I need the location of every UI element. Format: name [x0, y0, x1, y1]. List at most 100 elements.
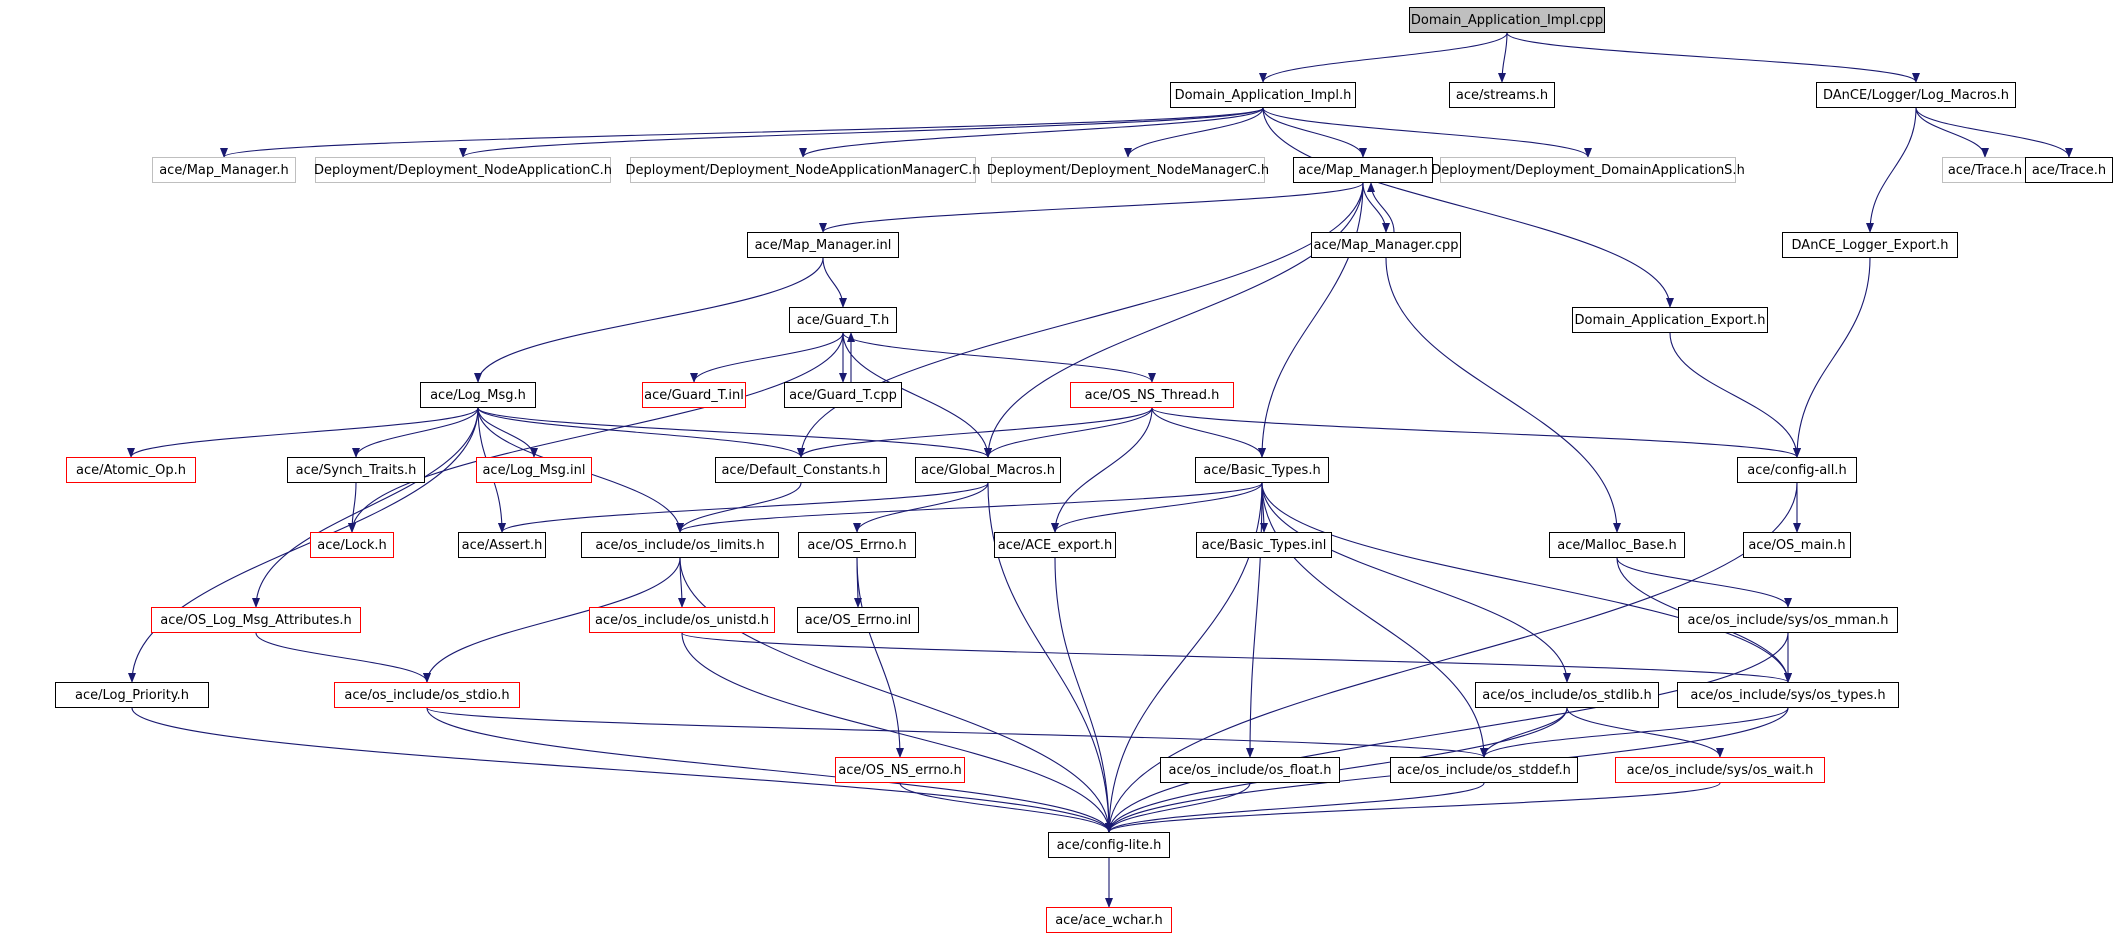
edge-logmsg-to-glob: [477, 407, 992, 458]
graph-node-cfgall[interactable]: ace/config-all.h: [1737, 457, 1857, 483]
graph-node-logmsg[interactable]: ace/Log_Msg.h: [420, 382, 536, 408]
edge-guard_h-to-guard_i: [690, 332, 844, 383]
graph-node-root: Domain_Application_Impl.cpp: [1409, 7, 1605, 33]
edge-basic-to-aceexp: [1051, 482, 1263, 533]
graph-node-mm_cpp[interactable]: ace/Map_Manager.cpp: [1311, 232, 1461, 258]
edge-logpri-to-lite: [131, 707, 1113, 833]
graph-node-guard_c[interactable]: ace/Guard_T.cpp: [784, 382, 902, 408]
edge-malloc-to-mman: [1616, 557, 1792, 608]
edge-dlexp-to-cfgall: [1793, 257, 1871, 458]
graph-node-basic[interactable]: ace/Basic_Types.h: [1195, 457, 1329, 483]
edge-unistd-to-types: [681, 632, 1792, 683]
edge-daexp-to-cfgall: [1669, 332, 1801, 458]
graph-node-synch[interactable]: ace/Synch_Traits.h: [287, 457, 425, 483]
edge-osth-to-defc: [797, 407, 1153, 458]
graph-node-guard_i[interactable]: ace/Guard_T.inl: [642, 382, 746, 408]
graph-node-streams[interactable]: ace/streams.h: [1449, 82, 1555, 108]
edge-logmac-to-trace_g: [1915, 107, 1989, 158]
graph-node-stdlib[interactable]: ace/os_include/os_stdlib.h: [1475, 682, 1659, 708]
edge-unistd-to-lite: [681, 632, 1113, 833]
graph-node-wait[interactable]: ace/os_include/sys/os_wait.h: [1615, 757, 1825, 783]
edge-dai_h-to-mm_gray: [220, 107, 1264, 158]
graph-node-stdio[interactable]: ace/os_include/os_stdio.h: [334, 682, 520, 708]
edge-root-to-logmac: [1506, 32, 1920, 83]
edge-guard_h-to-osth: [842, 332, 1156, 383]
edge-guard_h-to-lock: [348, 332, 844, 533]
edge-wait-to-lite: [1105, 782, 1721, 833]
graph-node-mman[interactable]: ace/os_include/sys/os_mman.h: [1678, 607, 1898, 633]
graph-node-stddef[interactable]: ace/os_include/os_stddef.h: [1390, 757, 1578, 783]
graph-node-defc[interactable]: ace/Default_Constants.h: [715, 457, 887, 483]
edge-dai_h-to-dnac: [459, 107, 1264, 158]
graph-node-aceexp[interactable]: ace/ACE_export.h: [994, 532, 1116, 558]
edge-oslma-to-stdio: [255, 632, 431, 683]
graph-node-lite[interactable]: ace/config-lite.h: [1048, 832, 1170, 858]
edge-logmsg-to-atomic: [127, 407, 479, 458]
graph-node-oslma[interactable]: ace/OS_Log_Msg_Attributes.h: [151, 607, 361, 633]
edge-oserr-to-errno: [856, 557, 904, 758]
graph-node-trace_g: ace/Trace.h: [1942, 157, 2028, 183]
graph-node-lock[interactable]: ace/Lock.h: [310, 532, 394, 558]
edge-mm_inl-to-logmsg: [474, 257, 824, 383]
graph-node-oserr[interactable]: ace/OS_Errno.h: [798, 532, 916, 558]
edge-dai_h-to-dnamc: [799, 107, 1264, 158]
edge-logmsg-to-lminl: [477, 407, 538, 458]
edge-mm_h-to-defc: [797, 182, 1364, 458]
edge-osth-to-aceexp: [1051, 407, 1153, 533]
edge-osth-to-basic: [1151, 407, 1266, 458]
graph-node-atomic[interactable]: ace/Atomic_Op.h: [66, 457, 196, 483]
edge-osth-to-glob: [984, 407, 1153, 458]
edge-synch-to-lock: [348, 482, 357, 533]
graph-node-errno[interactable]: ace/OS_NS_errno.h: [835, 757, 965, 783]
graph-node-malloc[interactable]: ace/Malloc_Base.h: [1549, 532, 1685, 558]
edge-dai_h-to-mm_h: [1262, 107, 1367, 158]
edge-logmac-to-dlexp: [1866, 107, 1917, 233]
edge-mm_h-to-mm_cpp: [1362, 182, 1390, 233]
edge-dai_h-to-dnmc: [1124, 107, 1264, 158]
graph-node-dlexp[interactable]: DAnCE_Logger_Export.h: [1782, 232, 1958, 258]
edge-dai_h-to-daexp: [1262, 107, 1674, 308]
graph-node-dnamc: Deployment/Deployment_NodeApplicationMan…: [626, 157, 980, 183]
graph-node-dai_h[interactable]: Domain_Application_Impl.h: [1170, 82, 1356, 108]
graph-node-glob[interactable]: ace/Global_Macros.h: [915, 457, 1061, 483]
graph-node-guard_h[interactable]: ace/Guard_T.h: [789, 307, 897, 333]
edge-stddef-to-lite: [1105, 782, 1485, 833]
edge-basic-to-stddef: [1261, 482, 1488, 758]
edge-mm_inl-to-guard_h: [822, 257, 847, 308]
graph-node-ddas: Deployment/Deployment_DomainApplicationS…: [1431, 157, 1745, 183]
graph-node-errinl[interactable]: ace/OS_Errno.inl: [797, 607, 919, 633]
graph-node-daexp[interactable]: Domain_Application_Export.h: [1572, 307, 1768, 333]
graph-node-trace[interactable]: ace/Trace.h: [2025, 157, 2113, 183]
edge-logmsg-to-defc: [477, 407, 805, 458]
edge-guard_h-to-glob: [842, 332, 992, 458]
edge-float-to-lite: [1105, 782, 1251, 833]
edge-basic-to-stdlib: [1261, 482, 1571, 683]
edge-types-to-stddef: [1480, 707, 1789, 758]
edge-oslim-to-lite: [679, 557, 1113, 833]
graph-node-osth[interactable]: ace/OS_NS_Thread.h: [1070, 382, 1234, 408]
graph-node-lminl[interactable]: ace/Log_Msg.inl: [476, 457, 592, 483]
edge-basic-to-oslim: [676, 482, 1263, 533]
graph-node-wchar[interactable]: ace/ace_wchar.h: [1046, 907, 1172, 933]
graph-node-mm_inl[interactable]: ace/Map_Manager.inl: [747, 232, 899, 258]
edge-osth-to-cfgall: [1151, 407, 1801, 458]
graph-node-float[interactable]: ace/os_include/os_float.h: [1160, 757, 1340, 783]
graph-node-assert[interactable]: ace/Assert.h: [458, 532, 546, 558]
edge-mm_cpp-to-mm_h: [1367, 182, 1395, 233]
graph-node-osmain[interactable]: ace/OS_main.h: [1743, 532, 1851, 558]
edge-root-to-streams: [1498, 32, 1508, 83]
graph-node-btinl[interactable]: ace/Basic_Types.inl: [1196, 532, 1332, 558]
graph-node-logmac[interactable]: DAnCE/Logger/Log_Macros.h: [1816, 82, 2016, 108]
graph-node-unistd[interactable]: ace/os_include/os_unistd.h: [589, 607, 775, 633]
edge-mm_h-to-basic: [1258, 182, 1364, 458]
graph-node-types[interactable]: ace/os_include/sys/os_types.h: [1677, 682, 1899, 708]
edge-logmsg-to-logpri: [128, 407, 479, 683]
edge-basic-to-float: [1246, 482, 1263, 758]
graph-node-dnmc: Deployment/Deployment_NodeManagerC.h: [987, 157, 1269, 183]
graph-node-logpri[interactable]: ace/Log_Priority.h: [55, 682, 209, 708]
graph-node-oslim[interactable]: ace/os_include/os_limits.h: [581, 532, 779, 558]
edge-dai_h-to-ddas: [1262, 107, 1592, 158]
graph-node-mm_h[interactable]: ace/Map_Manager.h: [1293, 157, 1433, 183]
